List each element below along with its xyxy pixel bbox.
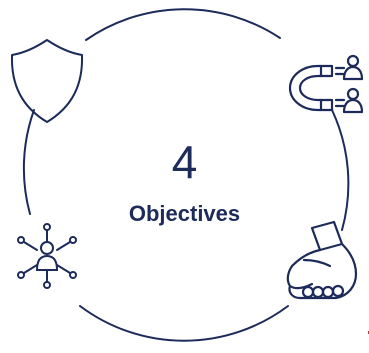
network-person-icon — [17, 223, 77, 289]
shield-icon — [10, 39, 84, 123]
circle-arc-top — [85, 8, 281, 41]
circle-arc-left — [22, 109, 35, 215]
objectives-label: Objectives — [128, 201, 241, 226]
circle-arc-bottom — [79, 305, 289, 342]
handshake-icon — [286, 220, 358, 300]
circle-arc-right — [331, 109, 350, 231]
magnet-people-icon — [288, 54, 364, 114]
objectives-count: 4 — [171, 136, 198, 188]
